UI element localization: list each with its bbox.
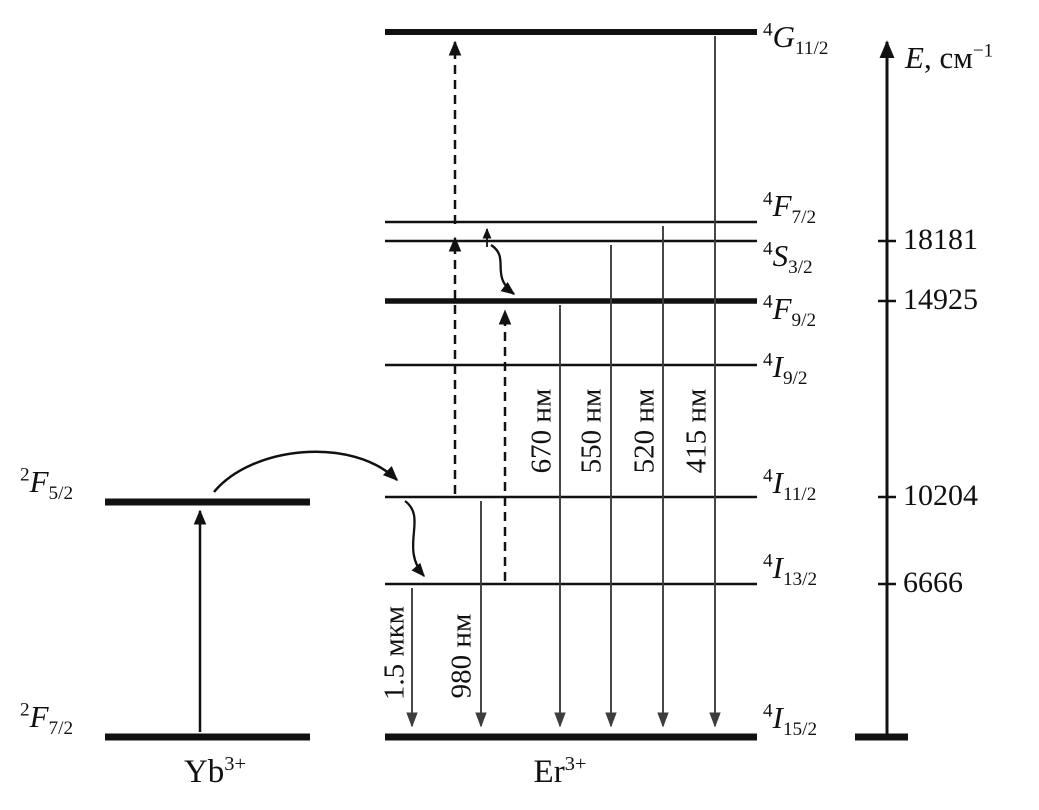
term-sub: 5/2 — [48, 483, 74, 505]
term-letter: G — [772, 19, 795, 54]
term-sub: 7/2 — [48, 718, 74, 740]
term-sub: 11/2 — [795, 38, 829, 60]
emission-label-980nm: 980 нм — [445, 613, 478, 699]
term-sup: 4 — [763, 188, 773, 210]
term-sup: 4 — [763, 550, 773, 572]
term-sup: 4 — [763, 700, 773, 722]
energy-transfer-arrow — [213, 450, 399, 493]
term-letter: F — [772, 291, 792, 326]
yb-ion-label: Yb3+ — [170, 754, 260, 791]
emission-label-415nm: 415 нм — [680, 388, 713, 474]
term-letter: F — [29, 699, 49, 734]
term-sub: 7/2 — [791, 207, 817, 229]
er-level-label-4i15-2: 4I15/2 — [763, 700, 817, 739]
emission-label-550nm: 550 нм — [575, 388, 608, 474]
energy-value-10204: 10204 — [903, 479, 978, 512]
term-sub: 9/2 — [791, 310, 817, 332]
term-sub: 11/2 — [782, 484, 817, 506]
term-sup: 2 — [20, 699, 30, 721]
ion-element: Er — [533, 754, 565, 790]
er-level-label-4f9-2: 4F9/2 — [763, 291, 816, 330]
term-letter: I — [772, 465, 783, 500]
term-sup: 4 — [763, 465, 773, 487]
emission-label-1p5um: 1.5 мкм — [378, 605, 411, 701]
term-sup: 4 — [763, 349, 773, 371]
yb-level-label-2f7-2: 2F7/2 — [20, 699, 73, 738]
term-sub: 15/2 — [782, 719, 818, 741]
emission-label-670nm: 670 нм — [525, 388, 558, 474]
axis-exponent: −1 — [972, 40, 994, 62]
er-level-label-4i13-2: 4I13/2 — [763, 550, 817, 589]
ion-element: Yb — [183, 754, 225, 790]
axis-unit: , см — [923, 40, 973, 75]
term-sup: 4 — [763, 238, 773, 260]
term-letter: F — [29, 464, 49, 499]
term-letter: F — [772, 188, 792, 223]
term-sub: 13/2 — [782, 569, 818, 591]
term-sup: 4 — [763, 291, 773, 313]
er-level-label-4i11-2: 4I11/2 — [763, 465, 816, 504]
term-letter: S — [772, 238, 789, 273]
energy-axis-label: E, см−1 — [905, 40, 993, 76]
energy-value-18181: 18181 — [903, 223, 978, 256]
relaxation-arrow-i11-to-i13 — [404, 500, 425, 578]
energy-value-6666: 6666 — [903, 566, 963, 599]
term-sub: 9/2 — [782, 368, 808, 390]
yb-level-label-2f5-2: 2F5/2 — [20, 464, 73, 503]
relaxation-arrow-s3-to-f9 — [490, 244, 516, 295]
er-level-label-4s3-2: 4S3/2 — [763, 238, 813, 277]
term-sub: 3/2 — [788, 257, 813, 279]
energy-value-14925: 14925 — [903, 283, 978, 316]
term-letter: I — [772, 700, 783, 735]
er-level-label-4i9-2: 4I9/2 — [763, 349, 807, 388]
er-level-label-4g11-2: 4G11/2 — [763, 19, 828, 58]
axis-symbol: E — [905, 40, 924, 75]
emission-label-520nm: 520 нм — [628, 388, 661, 474]
er-ion-label: Er3+ — [515, 754, 605, 791]
term-letter: I — [772, 349, 783, 384]
term-letter: I — [772, 550, 783, 585]
term-sup: 2 — [20, 464, 30, 486]
term-sup: 4 — [763, 19, 773, 41]
er-level-label-4f7-2: 4F7/2 — [763, 188, 816, 227]
ion-charge: 3+ — [564, 753, 587, 775]
ion-charge: 3+ — [224, 753, 247, 775]
